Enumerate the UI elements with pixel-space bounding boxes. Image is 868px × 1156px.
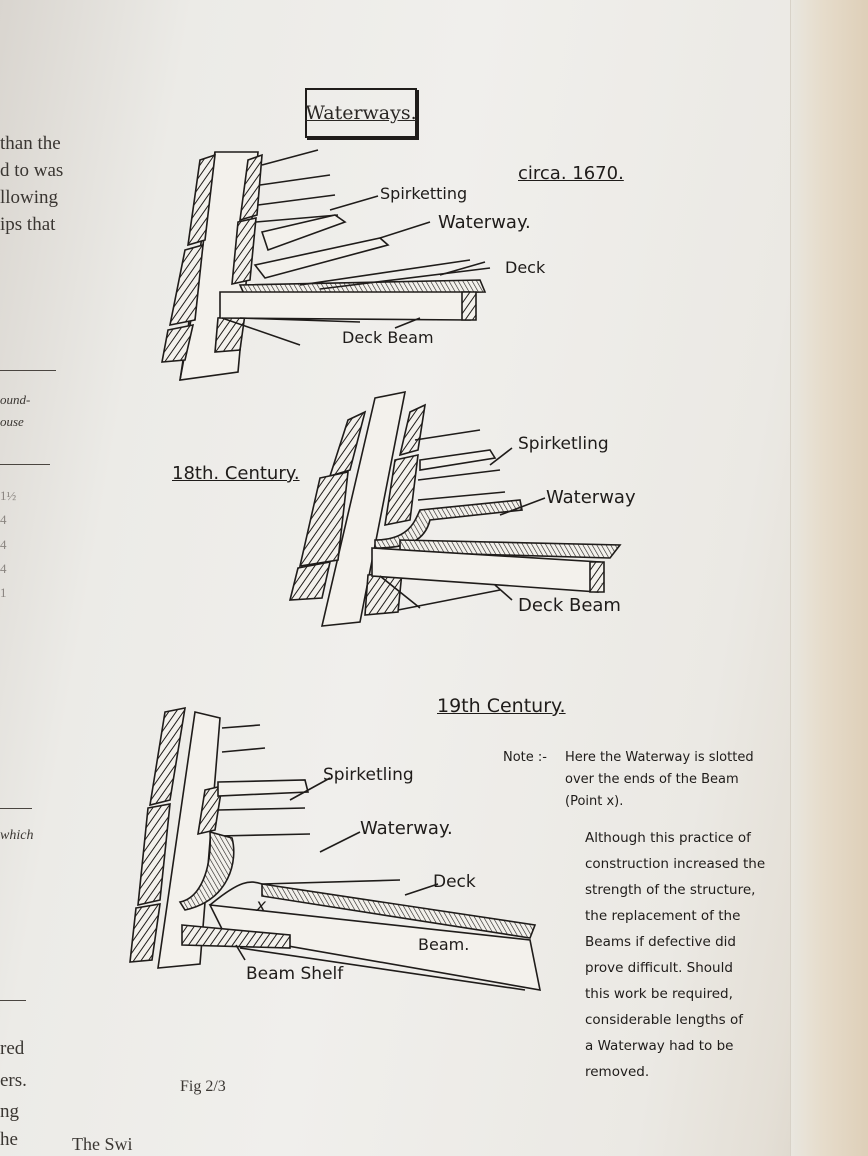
page-edge: [790, 0, 868, 1156]
note-para-line: removed.: [585, 1064, 650, 1080]
drawing-19th-century: [129, 706, 542, 991]
table-rule: [0, 464, 50, 465]
label-spirketting-18th: Spirketling: [518, 434, 609, 454]
label-spirketting-19th: Spirketling: [323, 765, 414, 785]
label-deck-19th: Deck: [433, 872, 476, 892]
label-deck-1670: Deck: [505, 258, 546, 277]
note-para-line: this work be required,: [585, 986, 733, 1002]
note-para-line: the replacement of the: [585, 908, 741, 924]
table-cell: 1½: [0, 488, 17, 503]
table-cell: 4: [0, 561, 7, 576]
label-spirketting-1670: Spirketting: [380, 184, 468, 203]
fragment-line: ips that: [0, 214, 56, 235]
fragment-line: red: [0, 1038, 25, 1059]
fragment-line: he: [0, 1129, 18, 1150]
fragment-line: llowing: [0, 187, 59, 208]
note-para-line: prove difficult. Should: [585, 960, 733, 976]
note-heading: Note :-: [503, 750, 547, 765]
table-rule: [0, 808, 32, 809]
label-beam-shelf-19th: Beam Shelf: [246, 964, 344, 984]
note-line: Here the Waterway is slotted: [565, 750, 754, 765]
label-waterway-19th: Waterway.: [360, 818, 453, 839]
table-cell: which: [0, 828, 34, 843]
figure-title: Waterways.: [305, 102, 417, 124]
note-para-line: Although this practice of: [585, 830, 751, 846]
table-header: ound-: [0, 392, 31, 407]
table-cell: 1: [0, 585, 7, 600]
table-cell: 4: [0, 537, 7, 552]
label-19th-century: 19th Century.: [437, 695, 566, 717]
label-deck-beam-1670: Deck Beam: [342, 328, 434, 347]
circa-label: circa. 1670.: [518, 163, 624, 184]
label-waterway-18th: Waterway: [546, 487, 636, 508]
label-18th-century: 18th. Century.: [172, 463, 300, 484]
label-beam-19th: Beam.: [418, 935, 470, 954]
note-para-line: construction increased the: [585, 856, 766, 872]
table-rule: [0, 1000, 26, 1001]
note-para-line: a Waterway had to be: [585, 1038, 734, 1054]
table-header: ouse: [0, 414, 24, 429]
note-line: (Point x).: [565, 794, 624, 809]
fragment-line: than the: [0, 133, 61, 154]
drawing-1670: [161, 149, 491, 381]
note-para-line: strength of the structure,: [585, 882, 756, 898]
fragment-line: ers.: [0, 1070, 27, 1091]
label-deck-beam-18th: Deck Beam: [518, 595, 621, 616]
fragment-line: d to was: [0, 160, 64, 181]
table-cell: 4: [0, 512, 7, 527]
note-para-line: Beams if defective did: [585, 934, 736, 950]
label-waterway-1670: Waterway.: [438, 212, 531, 233]
figure-title-box: Waterways.: [305, 88, 417, 138]
label-point-x: x: [256, 896, 267, 916]
figure-caption: Fig 2/3: [180, 1078, 226, 1095]
fragment-line: ng: [0, 1101, 19, 1122]
drawing-18th-century: [288, 390, 622, 627]
note-para-line: considerable lengths of: [585, 1012, 744, 1028]
running-footer: The Swi: [72, 1134, 133, 1154]
note-line: over the ends of the Beam: [565, 772, 739, 787]
table-rule: [0, 370, 56, 371]
